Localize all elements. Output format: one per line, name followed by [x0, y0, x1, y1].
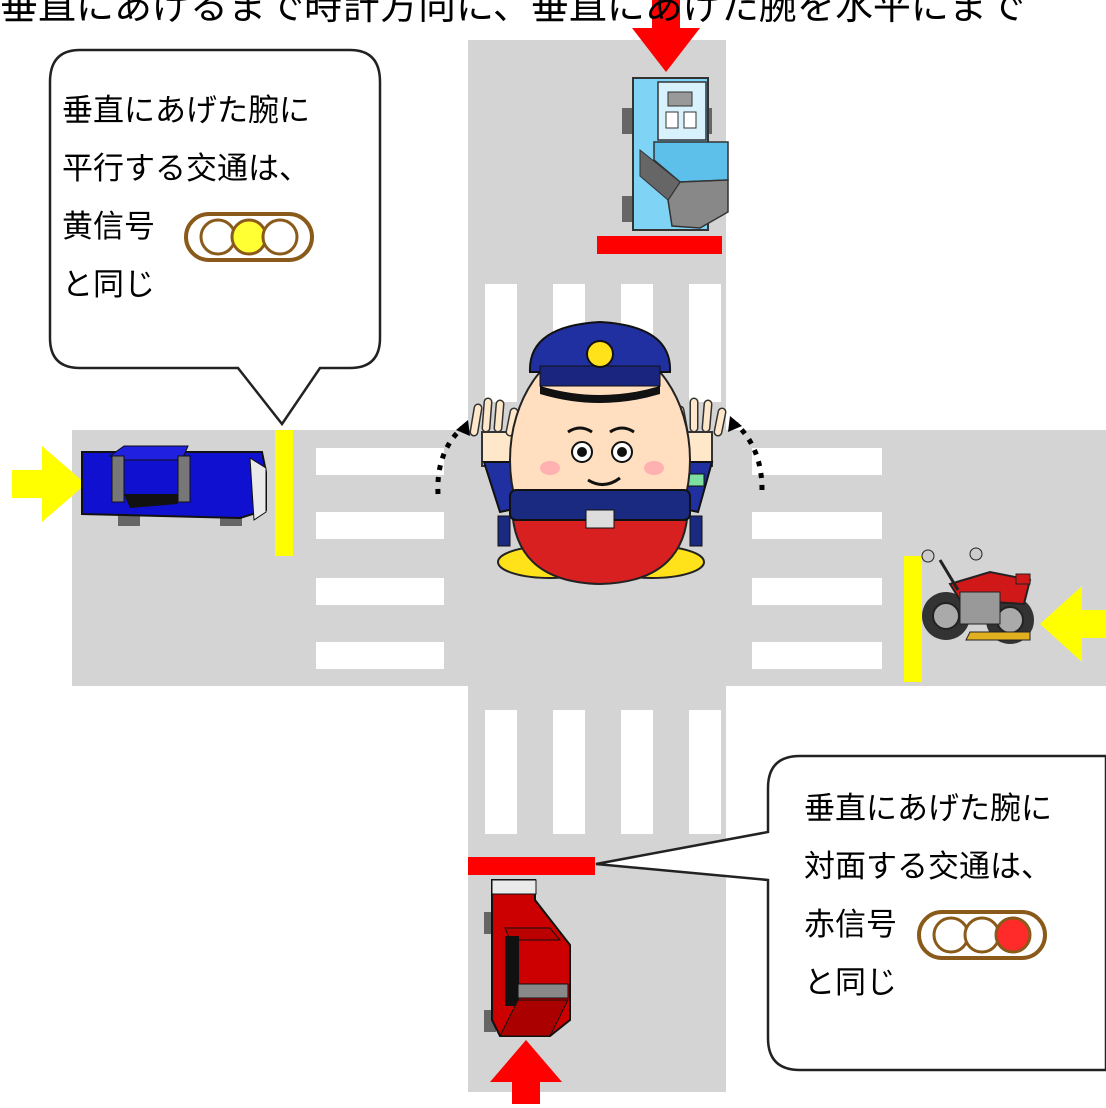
- callout-left-text: 垂直にあげた腕に 平行する交通は、 黄信号 と同じ: [62, 82, 310, 314]
- bus-icon: [622, 77, 729, 231]
- motion-arrowhead-right: [728, 416, 742, 432]
- motion-arc-right: [734, 422, 765, 491]
- police-officer-icon: [469, 320, 727, 586]
- callout-right-text: 垂直にあげた腕に 対面する交通は、 赤信号 と同じ: [804, 780, 1052, 1012]
- left-hand-icon: [469, 397, 519, 467]
- blue-car-icon: [81, 445, 267, 526]
- crosswalk-west: [316, 448, 444, 669]
- signal-red-icon: [917, 910, 1047, 960]
- stop-line-north: [597, 236, 722, 254]
- stop-line-west: [275, 430, 293, 556]
- callout-right-line2: 対面する交通は、: [804, 849, 1052, 885]
- arrow-east-icon: [1040, 586, 1106, 662]
- motion-arc-left: [435, 426, 464, 495]
- motion-arrowhead-left: [456, 420, 470, 436]
- callout-left-line2: 平行する交通は、: [62, 151, 310, 187]
- title-text: 垂直にあげるまで時計方向に、垂直にあげた腕を水平にまで: [0, 0, 1025, 28]
- crosswalk-south: [485, 710, 721, 834]
- arrow-north-icon: [632, 0, 700, 72]
- callout-right-line1: 垂直にあげた腕に: [804, 791, 1052, 827]
- arrow-west-icon: [12, 446, 86, 522]
- callout-right-line4: と同じ: [804, 965, 897, 1001]
- stop-line-south: [468, 857, 595, 875]
- callout-right-bubble: [595, 754, 1106, 1072]
- motorcycle-icon: [921, 547, 1034, 644]
- callout-left-line4: と同じ: [62, 267, 155, 303]
- signal-yellow-icon: [184, 212, 314, 262]
- red-car-icon: [484, 879, 571, 1037]
- callout-left-line1: 垂直にあげた腕に: [62, 93, 310, 129]
- crosswalk-east: [752, 448, 882, 669]
- stop-line-east: [904, 556, 922, 682]
- callout-left-line3: 黄信号: [62, 209, 155, 245]
- callout-right-line3: 赤信号: [804, 907, 897, 943]
- arrow-south-icon: [490, 1040, 562, 1104]
